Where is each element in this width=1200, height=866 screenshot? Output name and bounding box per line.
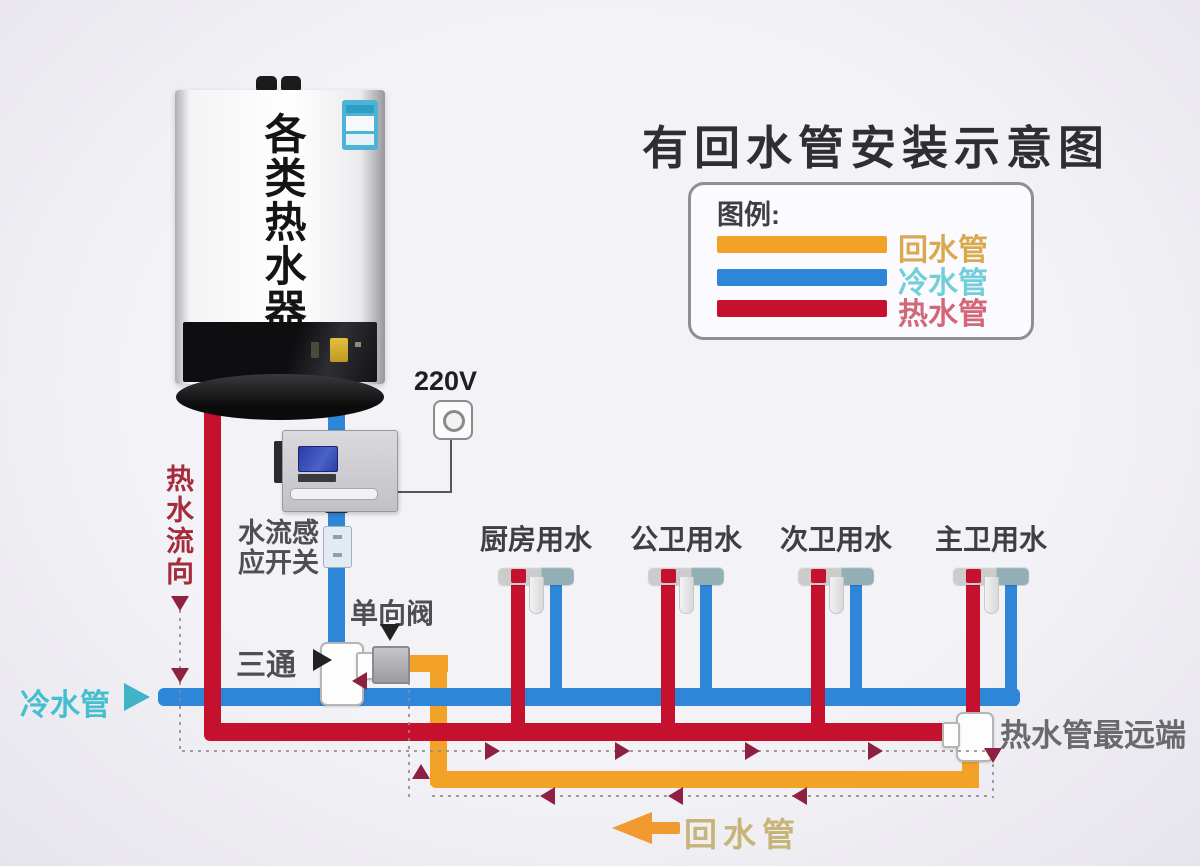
- return-pipe-bottom-run: [430, 771, 979, 788]
- return-pipe-label: 回水管: [684, 816, 801, 853]
- legend-heading: 图例:: [717, 200, 780, 230]
- faucet-hot-inlet: [811, 569, 826, 583]
- hot-flow-direction-label: 热水流向: [163, 464, 194, 588]
- heater-display-dot: [355, 342, 361, 347]
- connector-mark-top: [333, 535, 342, 539]
- connector-mark-bottom: [333, 553, 342, 557]
- legend-box: 图例: 回水管 冷水管 热水管: [688, 182, 1034, 340]
- flow-switch-slot: [290, 488, 378, 500]
- faucet-spout: [829, 577, 844, 614]
- flow-arrow-right-icon: [745, 742, 760, 760]
- far-end-label: 热水管最远端: [1000, 718, 1186, 753]
- return-flow-arrow-icon: [612, 812, 652, 844]
- far-end-tee-nub: [942, 722, 960, 748]
- faucet-cold-drop-pipe: [550, 584, 562, 706]
- outlet-label-kitchen: 厨房用水: [479, 524, 592, 555]
- faucet-spout: [984, 577, 999, 614]
- flow-arrow-left-icon: [352, 672, 367, 690]
- flow-arrow-up-icon: [412, 764, 430, 779]
- faucet-spout: [679, 577, 694, 614]
- flow-arrow-down-icon: [171, 596, 189, 611]
- faucet-cold-drop-pipe: [850, 584, 862, 706]
- check-valve-pointer-icon: [380, 624, 400, 641]
- faucet-cold-drop-pipe: [700, 584, 712, 706]
- flow-arrow-left-icon: [540, 787, 555, 805]
- flow-arrow-right-icon: [485, 742, 500, 760]
- pipe-connector-fitting: [323, 526, 352, 568]
- flow-dash-return-bottom: [432, 795, 988, 797]
- flow-switch-bracket: [274, 441, 284, 483]
- flow-arrow-down-icon: [171, 668, 189, 683]
- faucet-hot-inlet: [511, 569, 526, 583]
- faucet-hot-inlet: [966, 569, 981, 583]
- legend-swatch-return: [717, 236, 887, 253]
- tee-label: 三通: [236, 649, 296, 682]
- legend-swatch-cold: [717, 269, 887, 286]
- flow-dash-far-end: [992, 748, 994, 798]
- outlet-label-second-bath: 次卫用水: [779, 524, 892, 555]
- flow-arrow-right-icon: [868, 742, 883, 760]
- faucet-spout: [529, 577, 544, 614]
- return-flow-arrow-shaft: [650, 822, 680, 834]
- power-socket-ring: [443, 410, 465, 432]
- flow-switch-label-strip: [298, 474, 336, 482]
- check-valve-body: [372, 646, 410, 684]
- cold-pipe-main: [158, 688, 1020, 706]
- flow-arrow-right-icon: [615, 742, 630, 760]
- heater-control-panel: [183, 322, 377, 382]
- energy-label-text-panel: [346, 116, 374, 131]
- flow-dash-return-riser: [408, 658, 410, 798]
- outlet-label-master-bath: 主卫用水: [934, 524, 1047, 555]
- heater-display: [330, 338, 348, 362]
- page-title: 有回水管安装示意图: [642, 122, 1110, 174]
- check-valve-label: 单向阀: [350, 598, 435, 629]
- flow-switch-lcd: [298, 446, 338, 472]
- cold-pipe-label: 冷水管: [20, 689, 110, 722]
- hot-pipe-main: [204, 723, 955, 741]
- legend-label-cold: 冷水管: [898, 267, 988, 300]
- flow-dash-hot-main: [182, 750, 988, 752]
- outlet-label-guest-bath: 公卫用水: [629, 524, 742, 555]
- energy-label-bottom-panel: [346, 134, 374, 145]
- tee-pointer-icon: [313, 649, 332, 671]
- flow-switch-label: 水流感 应开关: [238, 518, 319, 578]
- heater-base: [176, 374, 384, 420]
- faucet-cold-drop-pipe: [1005, 584, 1017, 706]
- faucet-hot-drop-pipe: [661, 584, 675, 741]
- power-socket-icon: [433, 400, 473, 440]
- faucet-hot-drop-pipe: [511, 584, 525, 741]
- power-wire-vertical: [450, 436, 452, 493]
- faucet-hot-inlet: [661, 569, 676, 583]
- power-label: 220V: [414, 366, 478, 396]
- return-pipe-left-vertical: [430, 655, 447, 785]
- heater-name-label: 各类热水器: [259, 112, 306, 332]
- faucet-hot-drop-pipe: [811, 584, 825, 741]
- flow-switch-label-line1: 水流感: [238, 518, 319, 548]
- flow-arrow-left-icon: [792, 787, 807, 805]
- flow-switch-label-line2: 应开关: [238, 548, 319, 578]
- cold-pipe-inlet-arrow-icon: [124, 683, 150, 711]
- heater-exhaust-knob-left: [256, 76, 277, 93]
- power-wire-horizontal: [394, 491, 452, 493]
- flow-switch-box: [282, 430, 398, 512]
- heater-exhaust-knob-right: [281, 76, 301, 93]
- legend-label-return: 回水管: [898, 234, 988, 267]
- flow-arrow-left-icon: [668, 787, 683, 805]
- heater-display-mark: [311, 342, 319, 358]
- legend-swatch-hot: [717, 300, 887, 317]
- faucet-hot-drop-pipe: [966, 584, 980, 734]
- flow-arrow-down-icon: [984, 748, 1002, 763]
- legend-label-hot: 热水管: [898, 298, 988, 331]
- energy-label-top-bar: [346, 105, 374, 113]
- hot-pipe-heater-vertical: [204, 405, 221, 741]
- energy-label-sticker: [342, 100, 378, 150]
